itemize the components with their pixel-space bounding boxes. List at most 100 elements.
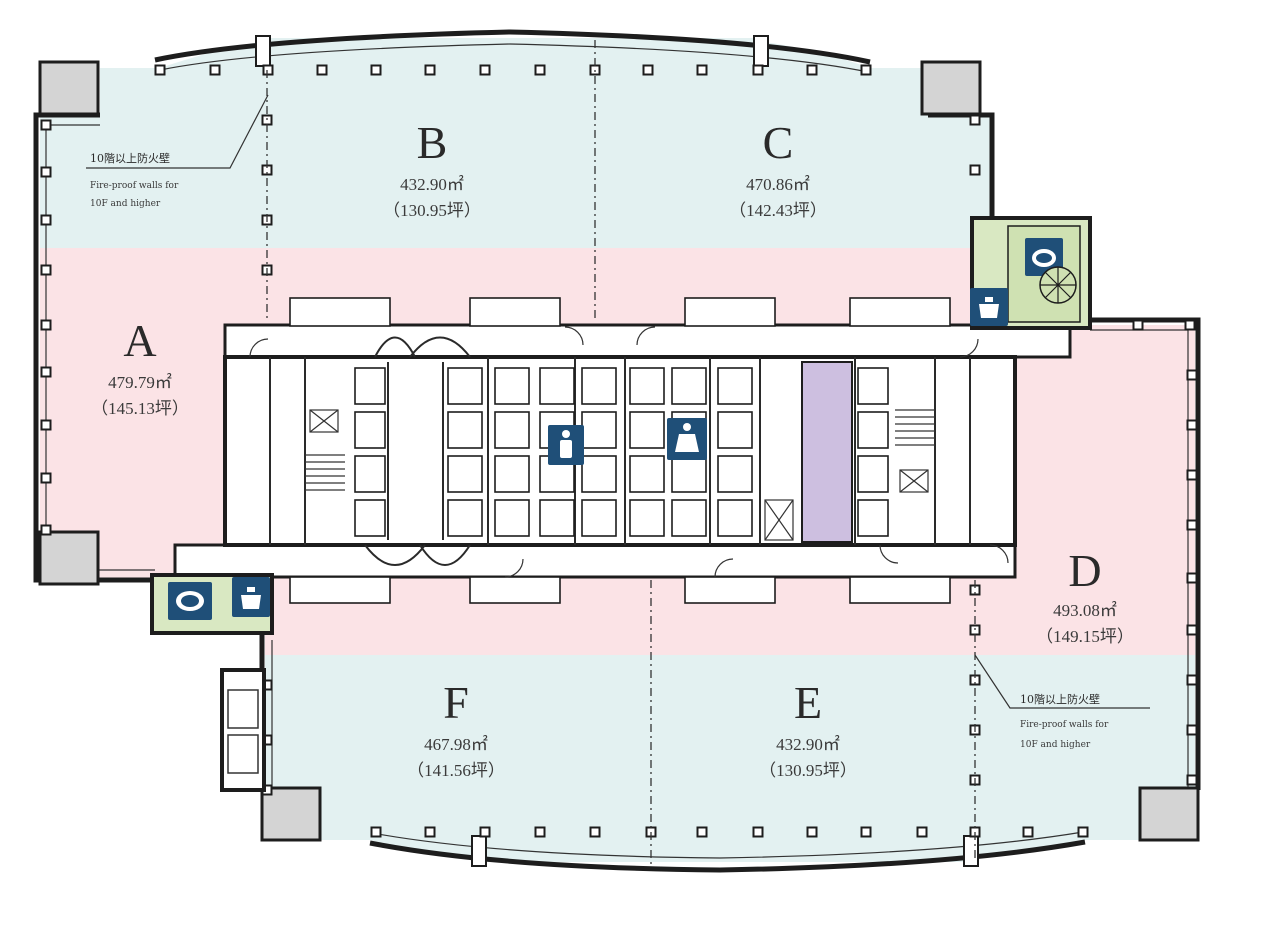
zone-tsubo: （149.15坪） (1036, 627, 1134, 646)
zone-fill-top (40, 38, 990, 248)
elevator-cell (581, 411, 617, 449)
zone-area: 470.86㎡ (746, 175, 810, 194)
bottom-facade (369, 839, 1086, 873)
zone-tsubo: （145.13坪） (91, 399, 189, 418)
core-room (469, 297, 561, 327)
facade-stub (255, 35, 271, 67)
elevator-cell (629, 411, 665, 449)
column-marker (40, 119, 52, 131)
column-marker (1186, 774, 1198, 786)
elevator-cell (581, 455, 617, 493)
zone-area: 493.08㎡ (1053, 601, 1117, 620)
column-marker (370, 64, 382, 76)
zone-label-a: A 479.79㎡ （145.13坪） (91, 315, 189, 418)
corner-block-bl (38, 530, 100, 586)
elevator-cell (447, 367, 483, 405)
note-leader-top-left (86, 94, 269, 169)
elevator-cell (857, 455, 889, 493)
note-en-bottom-right-2: 10F and higher (1020, 740, 1091, 750)
core-room (849, 297, 951, 327)
zone-label-e: E 432.90㎡ （130.95坪） (759, 677, 857, 780)
column-marker (40, 166, 52, 178)
facade-stub (471, 835, 487, 867)
column-marker (916, 826, 928, 838)
corner-block-bl2 (260, 786, 322, 842)
column-marker (370, 826, 382, 838)
core-room (289, 297, 391, 327)
zone-dividers (266, 40, 976, 866)
elevator-cell (717, 367, 753, 405)
column-marker (969, 114, 981, 126)
column-marker (534, 64, 546, 76)
zone-tsubo: （142.43坪） (729, 201, 827, 220)
zone-tsubo: （141.56坪） (407, 761, 505, 780)
column-marker (40, 214, 52, 226)
waste-bin-icon (1025, 238, 1063, 276)
column-marker (642, 64, 654, 76)
purple-shaft (801, 361, 853, 543)
column-marker (479, 826, 491, 838)
kitchenette-icon (232, 577, 270, 617)
elevator-cell (717, 411, 753, 449)
column-marker (696, 64, 708, 76)
zone-label-f: F 467.98㎡ （141.56坪） (407, 677, 505, 780)
column-marker (1186, 624, 1198, 636)
column-marker (696, 826, 708, 838)
column-marker (1186, 519, 1198, 531)
column-marker (424, 826, 436, 838)
elevator-cell (671, 367, 707, 405)
corner-block-tl (38, 60, 100, 116)
elevator-cell (354, 367, 386, 405)
core-room (289, 576, 391, 604)
column-marker (1186, 369, 1198, 381)
top-facade-inner (159, 43, 869, 73)
spiral-stair-icon (1039, 266, 1077, 304)
elevator-cell (857, 499, 889, 537)
column-marker (154, 64, 166, 76)
corner-block-br (1138, 786, 1200, 842)
duct-shafts (309, 409, 929, 541)
elevator-cell (494, 367, 530, 405)
zone-letter: C (763, 117, 794, 168)
note-en-bottom-right-1: Fire-proof walls for (1020, 720, 1109, 730)
elevator-cell (447, 455, 483, 493)
column-marker (40, 524, 52, 536)
lobby-arc-bottom (364, 544, 471, 566)
note-jp-top-left: 10階以上防火壁 (90, 151, 170, 165)
column-marker (479, 64, 491, 76)
elevator-cell (494, 455, 530, 493)
zone-letter: A (123, 315, 156, 366)
lobby-arc-top (374, 336, 471, 358)
column-marker (40, 366, 52, 378)
restroom-icon (667, 418, 707, 460)
zone-letter: F (443, 677, 469, 728)
note-en-top-left-2: 10F and higher (90, 199, 161, 209)
column-marker (1186, 469, 1198, 481)
column-marker (40, 319, 52, 331)
central-core (173, 297, 1072, 604)
note-leader-bottom-right (974, 654, 1150, 709)
zone-label-b: B 432.90㎡ （130.95坪） (383, 117, 481, 220)
core-room (469, 576, 561, 604)
column-marker (806, 64, 818, 76)
zone-letter: D (1068, 545, 1101, 596)
zone-fill-a (40, 248, 225, 580)
top-facade (154, 29, 871, 65)
elevator-cell (539, 499, 575, 537)
column-marker (424, 64, 436, 76)
elevator-cell (494, 499, 530, 537)
column-marker (40, 419, 52, 431)
zone-letter: B (417, 117, 448, 168)
elevator-cell (671, 499, 707, 537)
facade-stub (963, 835, 979, 867)
column-marker (1132, 319, 1144, 331)
restroom-icon (548, 425, 584, 465)
elevator-cell (629, 499, 665, 537)
elevator-cell (671, 455, 707, 493)
column-marker (40, 472, 52, 484)
column-marker (262, 64, 274, 76)
note-jp-bottom-right: 10階以上防火壁 (1020, 692, 1100, 706)
zone-area: 432.90㎡ (400, 175, 464, 194)
zone-letter: E (794, 677, 822, 728)
zone-label-c: C 470.86㎡ （142.43坪） (729, 117, 827, 220)
